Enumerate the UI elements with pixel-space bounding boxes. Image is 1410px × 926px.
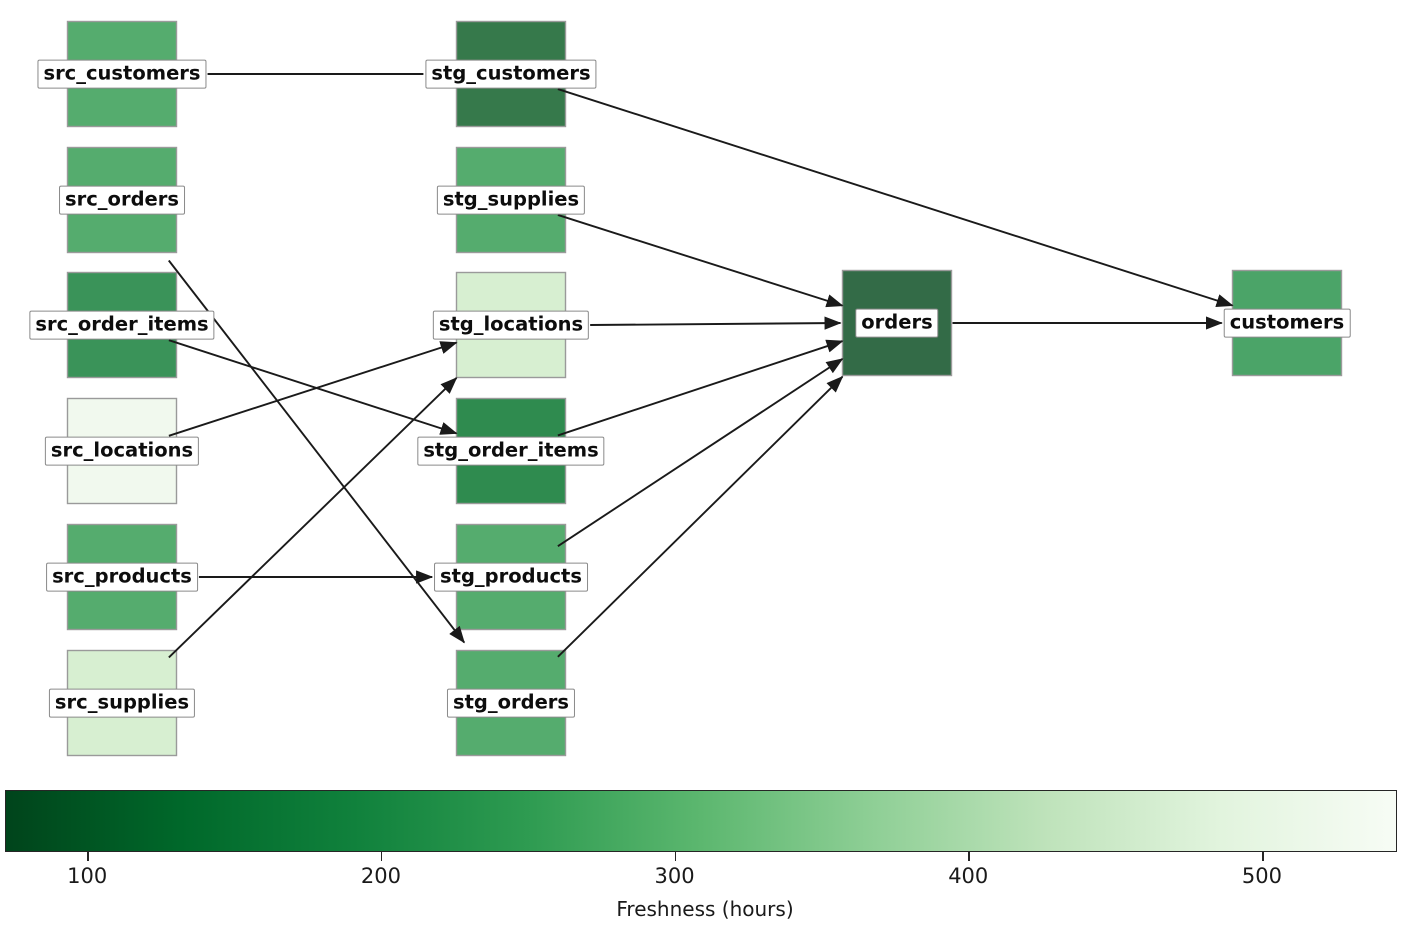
node-label-src_customers[interactable]: src_customers <box>37 59 207 89</box>
edge-src_supplies-to-stg_locations <box>168 377 458 659</box>
edge-stg_supplies-to-orders <box>557 214 844 308</box>
edge-stg_order_items-to-orders <box>557 339 844 437</box>
edge-stg_locations-to-orders <box>590 316 842 330</box>
node-label-src_products[interactable]: src_products <box>46 562 198 592</box>
colorbar-tick-label-200: 200 <box>360 864 401 888</box>
node-label-stg_supplies[interactable]: stg_supplies <box>436 185 586 215</box>
node-label-stg_order_items[interactable]: stg_order_items <box>417 436 605 466</box>
node-label-src_locations[interactable]: src_locations <box>44 436 200 466</box>
edge-src_order_items-to-stg_order_items <box>168 339 458 435</box>
node-label-src_supplies[interactable]: src_supplies <box>48 688 196 718</box>
colorbar-tick-100 <box>87 852 89 861</box>
edge-arrows <box>168 73 1234 659</box>
edge-src_locations-to-stg_locations <box>168 341 458 437</box>
edge-stg_orders-to-orders <box>557 375 844 658</box>
colorbar-tick-label-400: 400 <box>948 864 989 888</box>
colorbar-label: Freshness (hours) <box>616 897 794 921</box>
node-label-stg_orders[interactable]: stg_orders <box>446 688 576 718</box>
node-rectangles <box>66 20 1343 757</box>
edge-src_orders-to-stg_orders <box>168 259 465 644</box>
edge-stg_customers-to-customers <box>557 88 1234 307</box>
colorbar <box>5 790 1397 852</box>
colorbar-tick-500 <box>1261 852 1264 861</box>
edge-stg_products-to-orders <box>557 358 844 547</box>
node-label-stg_products[interactable]: stg_products <box>434 562 588 592</box>
node-label-src_orders[interactable]: src_orders <box>59 185 185 215</box>
node-label-stg_locations[interactable]: stg_locations <box>432 310 590 340</box>
colorbar-tick-400 <box>968 852 970 861</box>
node-label-src_order_items[interactable]: src_order_items <box>29 310 215 340</box>
node-label-stg_customers[interactable]: stg_customers <box>425 59 597 89</box>
node-label-orders[interactable]: orders <box>855 308 939 338</box>
colorbar-tick-label-100: 100 <box>67 864 108 888</box>
colorbar-tick-label-300: 300 <box>654 864 695 888</box>
node-label-customers[interactable]: customers <box>1223 308 1351 338</box>
colorbar-tick-300 <box>674 852 677 861</box>
colorbar-tick-200 <box>380 852 383 861</box>
colorbar-gradient <box>5 790 1397 852</box>
colorbar-tick-label-500: 500 <box>1241 864 1282 888</box>
